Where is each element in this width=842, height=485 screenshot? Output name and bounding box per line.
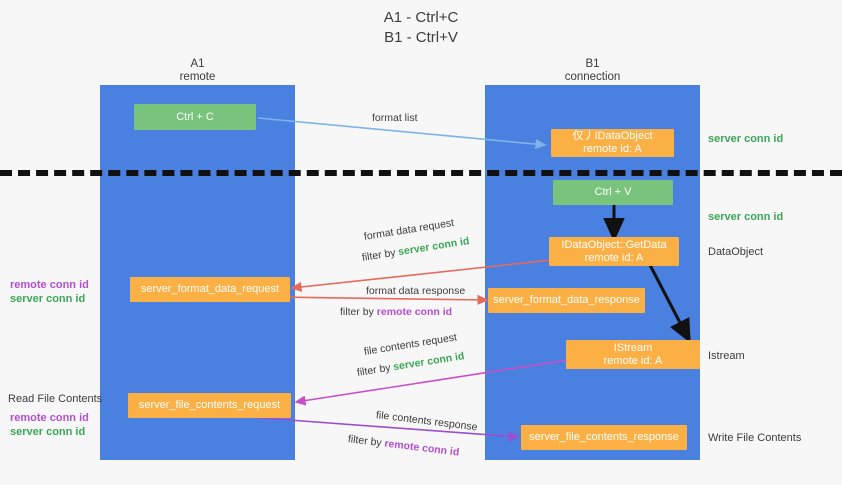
node-server-file-contents-request-label: server_file_contents_request <box>138 399 281 411</box>
edge-label-file-contents-response-text: file contents response <box>375 409 479 434</box>
filter-key-server-conn-id: server conn id <box>392 350 466 374</box>
filter-prefix: filter by <box>361 246 400 264</box>
left-label-group-format: remote conn id server conn id <box>10 278 89 306</box>
right-label-dataobject: DataObject <box>708 246 764 258</box>
right-label-server-conn-id-mid: server conn id <box>708 211 784 223</box>
edge-label-format-data-response-text: format data response <box>366 285 466 297</box>
filter-key-server-conn-id: server conn id <box>397 235 471 259</box>
right-label-istream: Istream <box>708 350 745 362</box>
edge-label-format-list: format list <box>372 111 418 125</box>
node-idataobject-getdata-line-2: remote id: A <box>584 251 644 264</box>
node-istream-line-1: IStream <box>613 341 653 354</box>
filter-key-remote-conn-id: remote conn id <box>376 306 453 318</box>
node-ctrl-v[interactable]: Ctrl + V <box>553 180 673 205</box>
column-header-a1: A1 remote <box>130 58 265 84</box>
node-server-format-data-response-label: server_format_data_response <box>493 294 640 306</box>
node-ctrl-c[interactable]: Ctrl + C <box>134 104 256 130</box>
edge-label-file-contents-response-line1: file contents response <box>375 408 478 434</box>
column-header-b1-sub: connection <box>564 71 621 83</box>
page-title: A1 - Ctrl+C B1 - Ctrl+V <box>0 8 842 48</box>
filter-prefix: filter by <box>340 306 377 318</box>
node-server-format-data-request[interactable]: server_format_data_request <box>130 277 290 302</box>
left-label-remote-conn-id-2: remote conn id <box>10 412 89 424</box>
title-line-2: B1 - Ctrl+V <box>384 29 458 46</box>
left-label-group-file-contents: Read File Contents <box>8 392 102 406</box>
title-line-1: A1 - Ctrl+C <box>383 9 459 26</box>
filter-prefix: filter by <box>347 433 386 450</box>
node-server-format-data-request-label: server_format_data_request <box>140 283 280 295</box>
node-idataobject[interactable]: 仅⼃IDataObject remote id: A <box>551 129 674 157</box>
node-istream[interactable]: IStream remote id: A <box>566 340 700 369</box>
node-idataobject-getdata[interactable]: IDataObject::GetData remote id: A <box>549 237 679 266</box>
node-idataobject-line-1: 仅⼃IDataObject <box>572 130 653 142</box>
node-idataobject-getdata-line-1: IDataObject::GetData <box>561 238 667 251</box>
left-label-group-file-conn-ids: remote conn id server conn id <box>10 411 89 439</box>
right-label-server-conn-id-top: server conn id <box>708 133 784 145</box>
column-header-b1-name: B1 <box>585 58 600 70</box>
column-header-b1: B1 connection <box>525 58 660 84</box>
node-ctrl-v-label: Ctrl + V <box>594 186 632 198</box>
node-idataobject-line-2: remote id: A <box>583 143 642 155</box>
filter-prefix: filter by <box>356 361 395 379</box>
edge-label-format-data-response-filter: filter by remote conn id <box>340 305 452 319</box>
section-divider <box>0 170 842 176</box>
left-label-read-file-contents: Read File Contents <box>8 393 103 405</box>
right-label-write-file-contents: Write File Contents <box>708 432 802 444</box>
edge-label-format-data-response-line1: format data response <box>366 284 465 298</box>
edge-label-format-list-text: format list <box>372 112 418 124</box>
left-label-server-conn-id-1: server conn id <box>10 293 86 305</box>
left-label-remote-conn-id-1: remote conn id <box>10 279 89 291</box>
column-header-a1-name: A1 <box>190 58 205 70</box>
edge-label-file-contents-response-filter: filter by remote conn id <box>347 432 460 460</box>
node-server-file-contents-request[interactable]: server_file_contents_request <box>128 393 291 418</box>
node-server-file-contents-response-label: server_file_contents_response <box>529 431 679 443</box>
node-server-format-data-response[interactable]: server_format_data_response <box>488 288 645 313</box>
node-istream-line-2: remote id: A <box>603 354 663 367</box>
node-server-file-contents-response[interactable]: server_file_contents_response <box>521 425 687 450</box>
filter-key-remote-conn-id: remote conn id <box>383 437 460 459</box>
column-header-a1-sub: remote <box>179 71 216 83</box>
left-label-server-conn-id-2: server conn id <box>10 426 86 438</box>
node-ctrl-c-label: Ctrl + C <box>176 110 214 123</box>
